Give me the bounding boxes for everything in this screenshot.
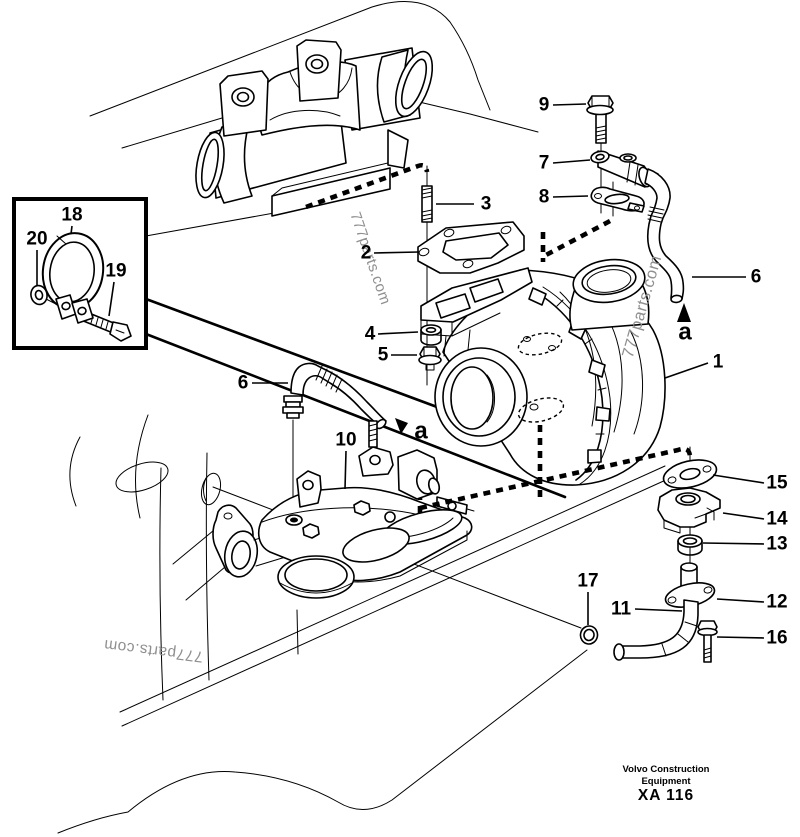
callout-label-17: 17 bbox=[577, 571, 598, 592]
callout-label-4: 4 bbox=[365, 324, 376, 345]
caption-line1: Volvo Construction bbox=[622, 764, 710, 775]
callout-leader-8 bbox=[552, 195, 589, 198]
callout-leader-10 bbox=[344, 450, 347, 490]
callout-label-1: 1 bbox=[713, 352, 724, 373]
callout-label-20: 20 bbox=[26, 229, 47, 250]
caption-line2: Equipment bbox=[641, 775, 691, 787]
callout-label-8: 8 bbox=[539, 187, 550, 208]
callout-label-6: 6 bbox=[238, 373, 249, 394]
oil-return-pipe bbox=[621, 599, 699, 659]
callout-leader-15 bbox=[712, 474, 765, 484]
view-markers: aa bbox=[395, 303, 692, 445]
callout-label-9: 9 bbox=[539, 95, 550, 116]
callout-label-2: 2 bbox=[361, 243, 372, 264]
callout-leader-1 bbox=[664, 362, 709, 379]
view-marker-label: a bbox=[678, 319, 692, 346]
watermark-text: 777parts.com bbox=[103, 636, 204, 665]
stud bbox=[421, 185, 433, 223]
oil-return-assembly bbox=[579, 459, 721, 663]
callout-label-13: 13 bbox=[766, 534, 787, 555]
oil-feed-assembly bbox=[586, 95, 685, 304]
callout-leader-9 bbox=[552, 103, 587, 106]
callout-label-12: 12 bbox=[766, 592, 787, 613]
engine-block-outline bbox=[57, 1, 669, 834]
inset-detail-box bbox=[12, 197, 148, 350]
flow-arrow-icon bbox=[677, 303, 691, 322]
callout-leader-4 bbox=[377, 331, 419, 335]
exhaust-manifold-drawing bbox=[195, 39, 434, 217]
publisher-caption: Volvo Construction Equipment bbox=[596, 764, 736, 787]
callout-leader-2 bbox=[373, 251, 420, 254]
manifold-outlet-flange bbox=[271, 167, 391, 217]
view-marker-label: a bbox=[414, 418, 428, 445]
callout-leader-14 bbox=[722, 512, 765, 520]
callout-label-11: 11 bbox=[611, 599, 632, 620]
inset-magnifier-line-bottom bbox=[144, 332, 567, 499]
callout-leader-13 bbox=[702, 542, 765, 545]
callout-leader-18 bbox=[70, 225, 73, 235]
turbocharger-drawing bbox=[417, 185, 666, 486]
figure-code: XA 116 bbox=[637, 787, 695, 804]
callout-leader-12 bbox=[716, 598, 765, 603]
dashed-assembly-lines bbox=[305, 162, 693, 513]
callout-label-19: 19 bbox=[105, 261, 126, 282]
callout-leader-16 bbox=[716, 636, 765, 639]
callout-label-18: 18 bbox=[61, 205, 82, 226]
callout-label-5: 5 bbox=[378, 345, 389, 366]
callout-leader-7 bbox=[552, 159, 591, 164]
callout-leader-11 bbox=[634, 608, 683, 612]
callout-label-7: 7 bbox=[539, 153, 550, 174]
flow-arrow-icon bbox=[395, 418, 408, 434]
callout-leader-19 bbox=[108, 281, 115, 317]
callout-label-14: 14 bbox=[766, 509, 788, 530]
drain-hose-left bbox=[282, 362, 387, 430]
callout-label-10: 10 bbox=[335, 430, 356, 451]
callout-label-15: 15 bbox=[766, 473, 788, 494]
callout-label-3: 3 bbox=[481, 194, 492, 215]
callout-label-6: 6 bbox=[751, 267, 762, 288]
callout-label-16: 16 bbox=[766, 628, 787, 649]
